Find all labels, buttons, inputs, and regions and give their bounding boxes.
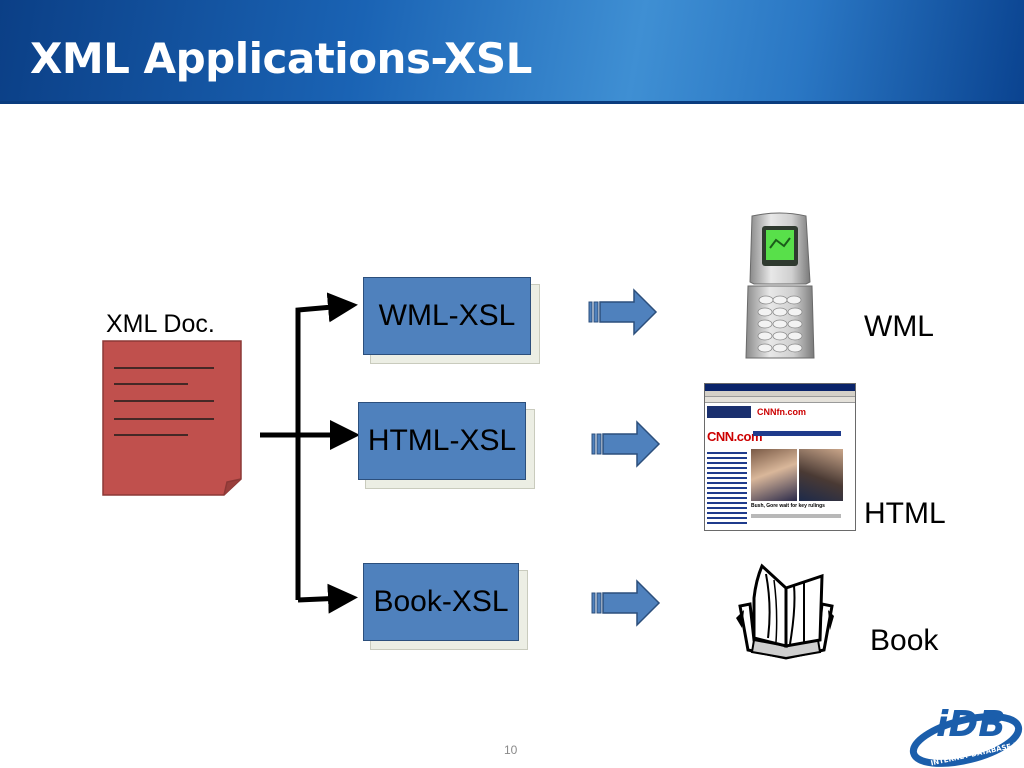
wml-xsl-box: WML-XSL <box>363 277 531 355</box>
partner-banner <box>707 406 751 418</box>
site-nav-bar <box>753 431 841 436</box>
block-arrow-book <box>591 579 661 627</box>
wml-output-label: WML <box>864 310 934 343</box>
html-output-label: HTML <box>864 497 946 530</box>
slide-title: XML Applications-XSL <box>30 34 532 83</box>
connector-branch-top <box>295 292 358 600</box>
web-browser-screenshot-icon: CNNfn.com CNN.com Bush, Gore wait for ke… <box>704 383 856 531</box>
xml-document-icon <box>102 340 242 496</box>
title-bar: XML Applications-XSL <box>0 0 1024 104</box>
idb-logo: iDB INTERNET DATABASE LAB <box>909 704 1024 767</box>
block-arrow-wml <box>588 288 658 336</box>
news-photo-right <box>799 449 843 501</box>
news-photo-left <box>751 449 797 501</box>
browser-page: CNNfn.com CNN.com Bush, Gore wait for ke… <box>705 403 855 530</box>
partner-logo: CNNfn.com <box>757 407 806 417</box>
book-xsl-box: Book-XSL <box>363 563 519 641</box>
site-logo: CNN.com <box>707 429 763 444</box>
flip-phone-icon <box>745 212 815 359</box>
browser-toolbar <box>705 397 855 403</box>
html-xsl-box: HTML-XSL <box>358 402 526 480</box>
page-number: 10 <box>504 743 518 757</box>
book-output-label: Book <box>870 624 939 657</box>
block-arrow-html <box>591 420 661 468</box>
site-sidebar <box>707 449 747 527</box>
open-book-icon <box>736 563 834 660</box>
logo-mark: iDB <box>936 704 1006 745</box>
story-text <box>751 514 841 518</box>
browser-menubar <box>705 391 855 397</box>
headline-text: Bush, Gore wait for key rulings <box>751 503 825 509</box>
browser-titlebar <box>705 384 855 391</box>
xml-doc-label: XML Doc. <box>106 310 215 338</box>
connector-branch-bottom <box>297 583 358 614</box>
